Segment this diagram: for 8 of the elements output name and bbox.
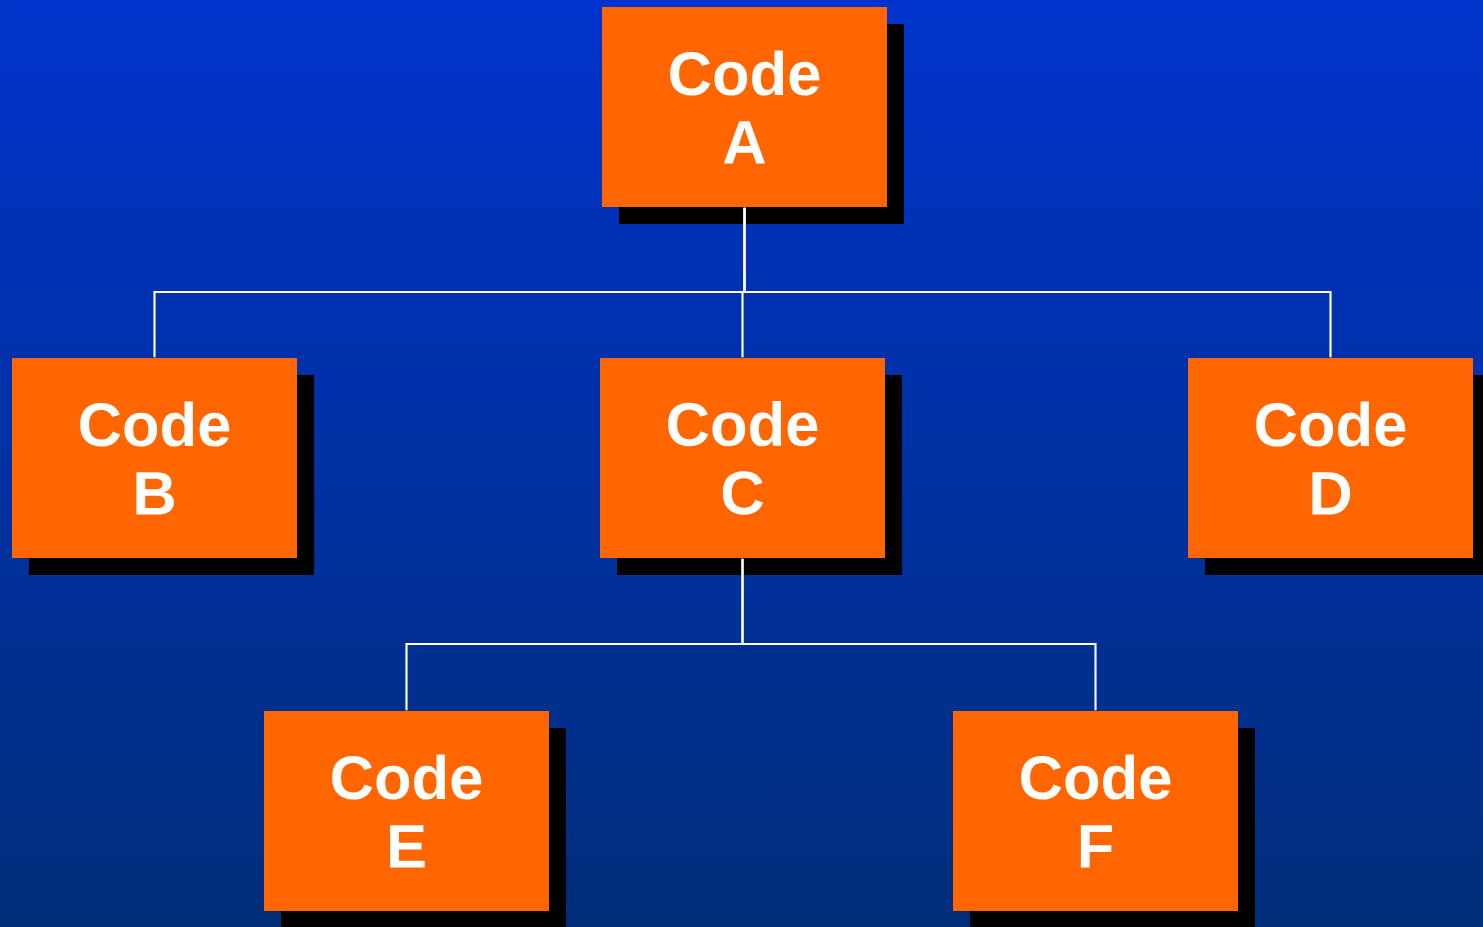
process-box: Code E — [264, 711, 566, 927]
connector-line — [743, 207, 1332, 358]
process-box: Code A — [602, 7, 904, 224]
connector-line — [741, 558, 1097, 711]
process-box: Code C — [600, 358, 902, 575]
process-box: Code F — [953, 711, 1255, 927]
process-box: Code B — [12, 358, 314, 575]
process-box: Code D — [1188, 358, 1483, 575]
